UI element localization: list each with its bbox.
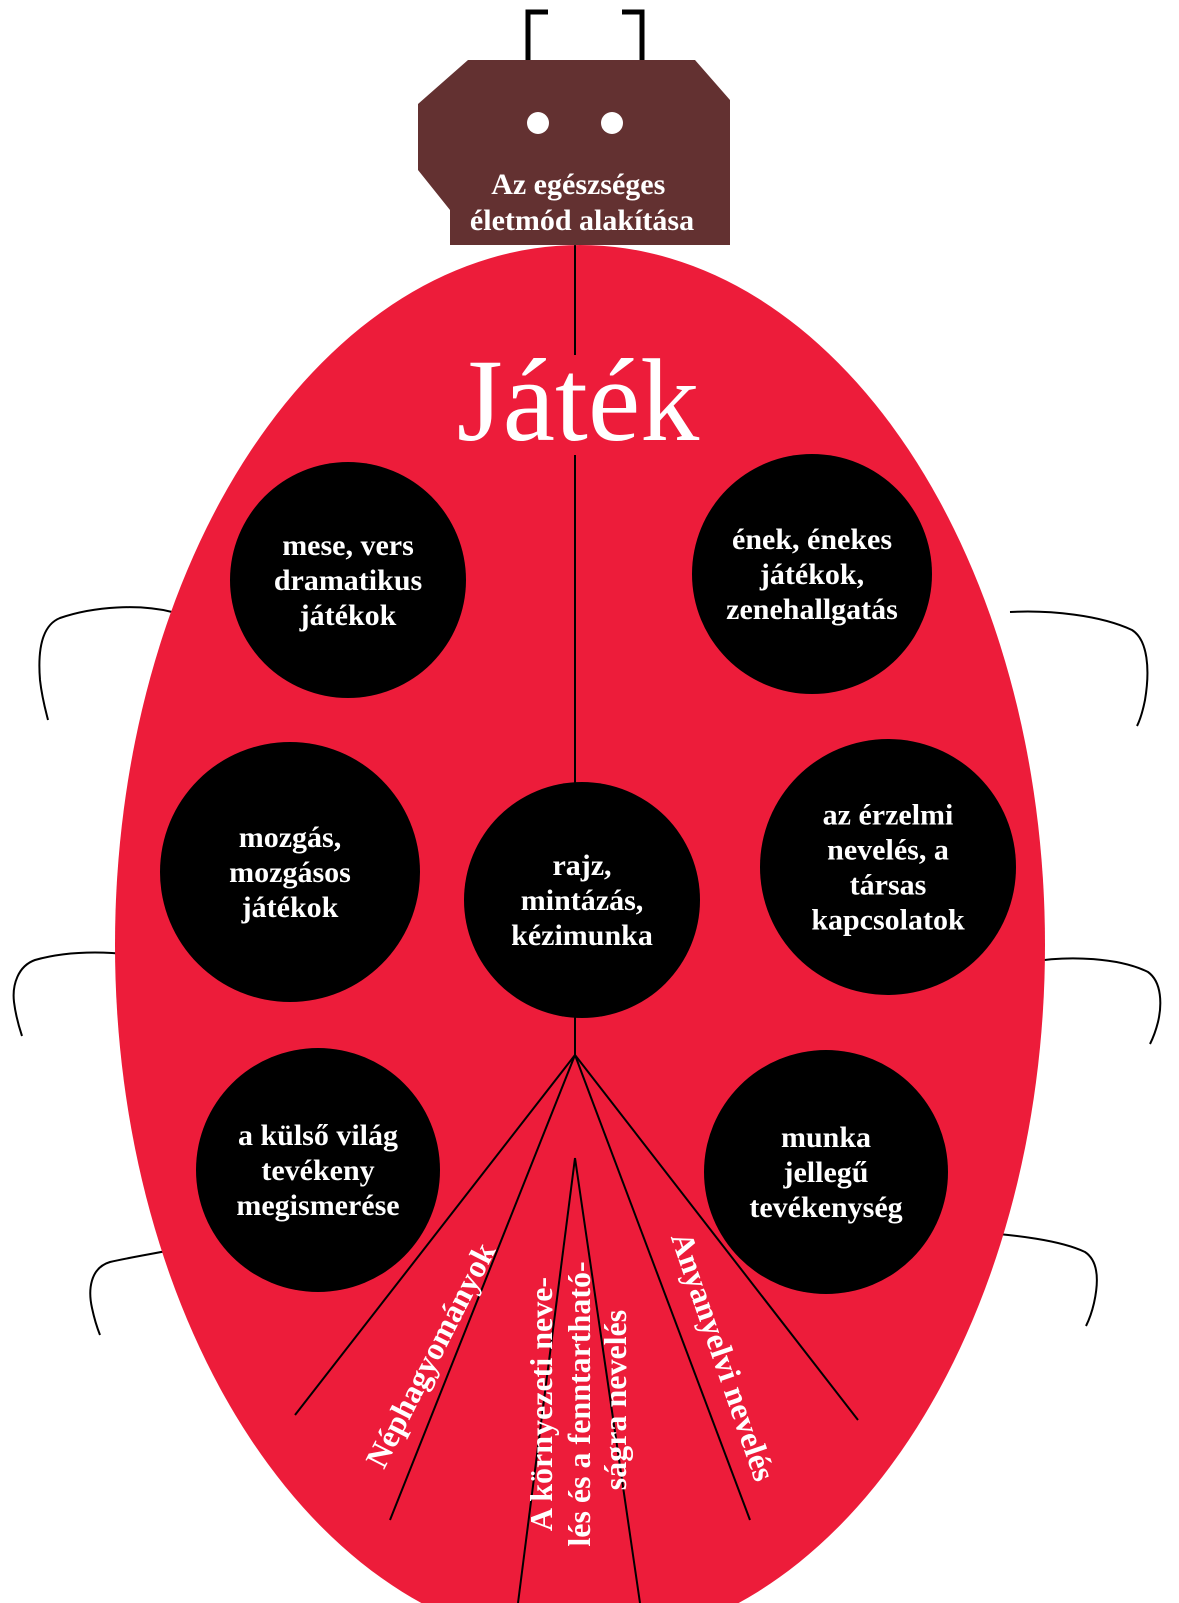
- fan-line-3: [517, 1157, 576, 1603]
- antenna-left: [525, 9, 548, 60]
- spot-circle-munka: [704, 1050, 948, 1294]
- spot-label-munka-line-3: tevékenység: [749, 1191, 902, 1224]
- spot-rajz: rajz,mintázás,kézimunka: [464, 782, 700, 1018]
- spot-label-mozgas-line-1: mozgás,: [239, 821, 341, 854]
- head-label-line-1: Az egészséges: [491, 168, 665, 201]
- spot-label-rajz-line-1: rajz,: [552, 849, 611, 882]
- spot-circle-kulso: [196, 1048, 440, 1292]
- spot-label-mese-line-2: dramatikus: [274, 564, 422, 597]
- spot-circle-rajz: [464, 782, 700, 1018]
- fan-line-4: [574, 1157, 641, 1603]
- spot-label-mese-line-1: mese, vers: [282, 529, 414, 562]
- spot-circle-enek: [692, 454, 932, 694]
- antenna-right: [622, 9, 645, 60]
- spot-label-enek-line-2: játékok,: [759, 558, 864, 591]
- spot-label-kulso-line-3: megismerése: [236, 1189, 399, 1222]
- spot-label-erzelmi-line-3: társas: [850, 869, 927, 902]
- leg-right-top: [1009, 610, 1149, 727]
- head-label: Az egészséges életmód alakítása: [470, 168, 694, 237]
- spot-label-rajz-line-3: kézimunka: [511, 919, 653, 952]
- spot-label-erzelmi-line-4: kapcsolatok: [811, 904, 965, 937]
- fan-line-2: [389, 1054, 576, 1521]
- leg-right-middle: [1029, 957, 1162, 1045]
- body-lines: [294, 245, 859, 1603]
- eye-left: [527, 112, 549, 134]
- spot-label-mozgas-line-3: játékok: [241, 891, 339, 924]
- fan-line-6: [574, 1054, 859, 1421]
- ladybug-head: Az egészséges életmód alakítása: [418, 60, 730, 245]
- spot-label-mese-line-3: játékok: [299, 599, 397, 632]
- spot-label-rajz-line-2: mintázás,: [521, 884, 644, 917]
- spot-label-rajz: rajz,mintázás,kézimunka: [511, 849, 653, 952]
- spot-label-enek-line-1: ének, énekes: [732, 523, 892, 556]
- spot-circle-erzelmi: [760, 739, 1016, 995]
- fan-label-kornyezeti-line-3: ságra nevelés: [597, 1310, 633, 1490]
- spot-label-munka-line-1: munka: [781, 1121, 871, 1154]
- spot-label-erzelmi-line-2: nevelés, a: [827, 834, 949, 867]
- spot-label-munka-line-2: jellegű: [783, 1156, 869, 1189]
- fan-line-1: [294, 1054, 576, 1416]
- spot-circle-mozgas: [160, 742, 420, 1002]
- head-label-line-2: életmód alakítása: [470, 204, 694, 237]
- head-shape: [418, 60, 730, 245]
- fan-line-5: [574, 1054, 751, 1521]
- diagram-title: Játék: [457, 335, 699, 466]
- leg-left-middle: [12, 951, 156, 1037]
- spot-label-kulso-line-1: a külső világ: [238, 1119, 398, 1152]
- spot-label-kulso-line-2: tevékeny: [261, 1154, 374, 1187]
- spot-label-enek-line-3: zenehallgatás: [726, 593, 898, 626]
- fan-label-kornyezeti: A környezeti neve- lés és a fenntartható…: [523, 1253, 633, 1546]
- fan-label-kornyezeti-line-2: lés és a fenntartható-: [561, 1261, 597, 1546]
- spot-circle-mese: [230, 462, 466, 698]
- leg-left-top: [38, 606, 173, 721]
- spot-label-mozgas-line-2: mozgásos: [229, 856, 351, 889]
- fan-label-kornyezeti-line-1: A környezeti neve-: [523, 1277, 559, 1531]
- antennae: [525, 9, 645, 60]
- spot-label-erzelmi-line-1: az érzelmi: [823, 799, 954, 832]
- eye-right: [601, 112, 623, 134]
- leg-right-bottom: [974, 1231, 1098, 1327]
